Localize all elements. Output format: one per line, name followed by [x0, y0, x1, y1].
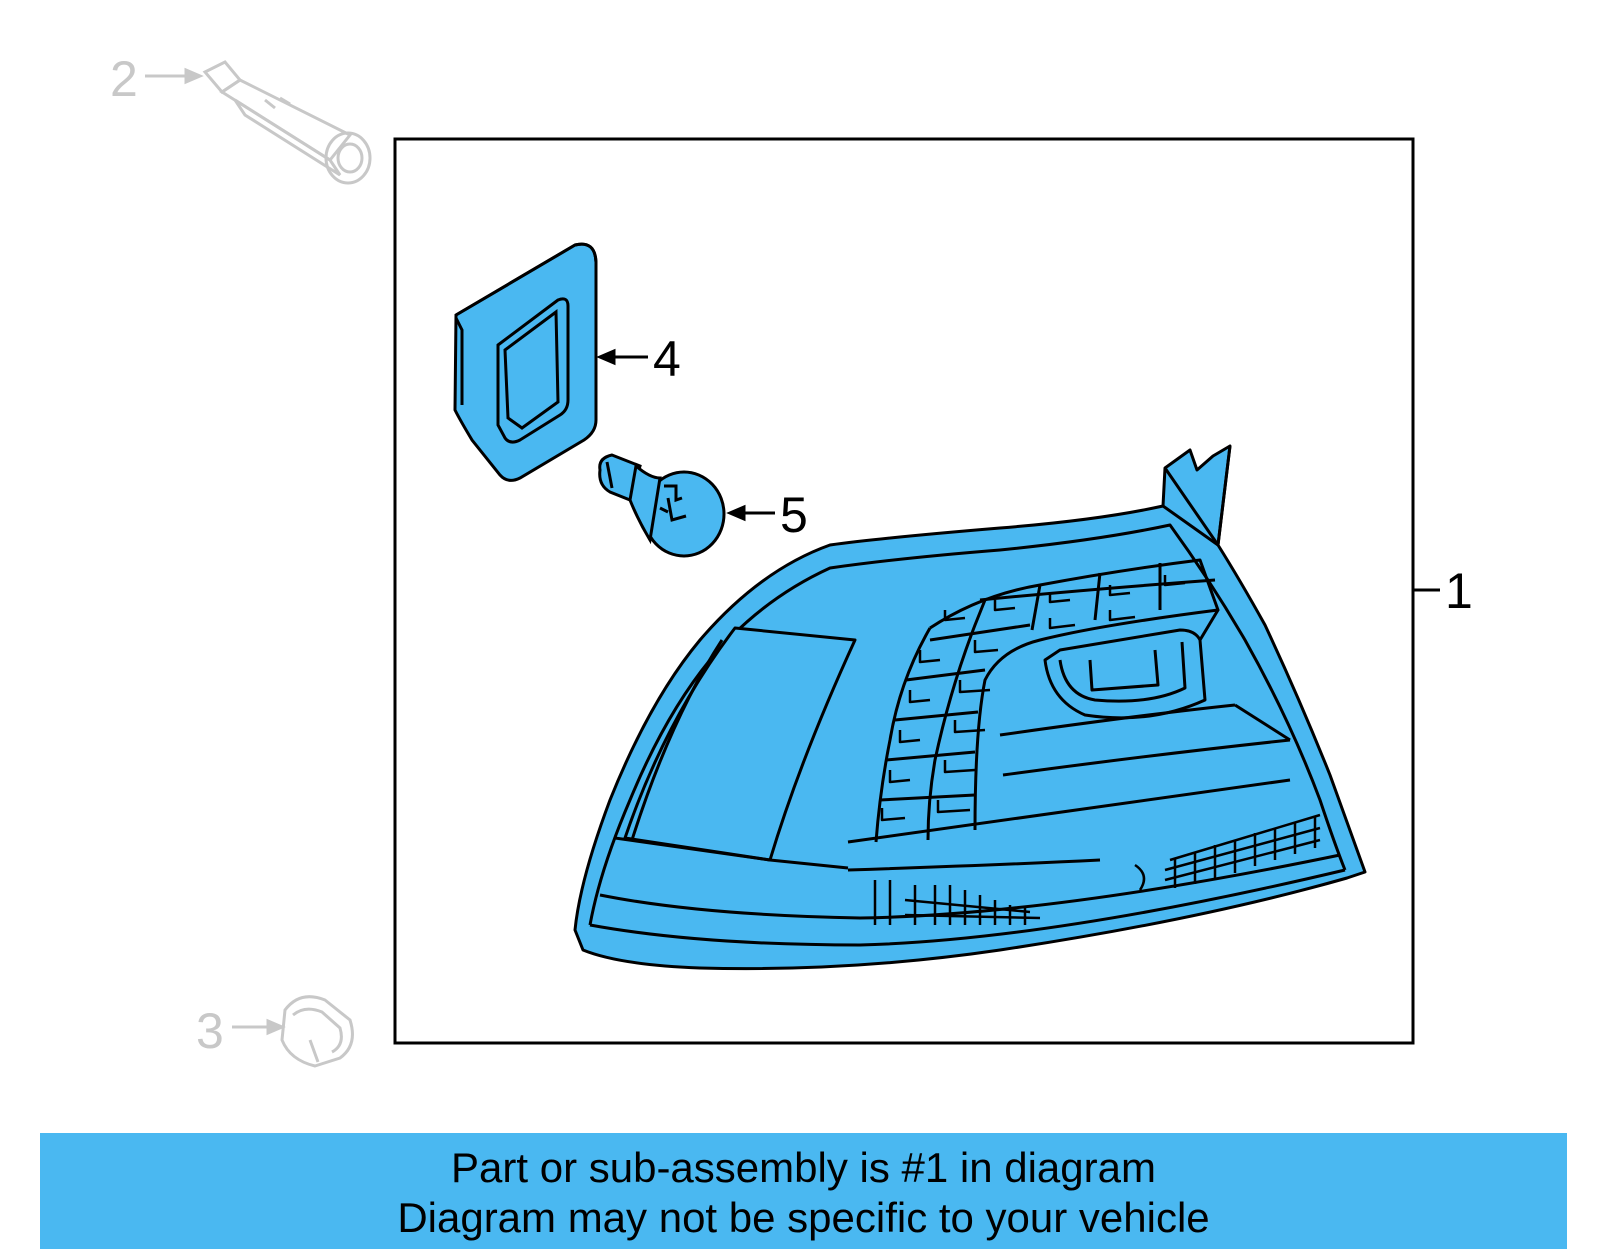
- banner-line-2: Diagram may not be specific to your vehi…: [397, 1194, 1210, 1241]
- callout-2: 2: [110, 51, 138, 107]
- callout-5-arrow: [726, 504, 775, 522]
- callout-2-arrow: [145, 67, 204, 85]
- callout-4-arrow: [596, 348, 648, 366]
- callout-1: 1: [1445, 563, 1473, 619]
- part-3-clip: [280, 995, 354, 1068]
- callout-5: 5: [780, 487, 808, 543]
- part-5-bulb: [598, 453, 726, 558]
- info-banner: Part or sub-assembly is #1 in diagram Di…: [40, 1133, 1567, 1249]
- callout-3-arrow: [232, 1018, 286, 1036]
- callout-4: 4: [653, 331, 681, 387]
- callout-3: 3: [196, 1003, 224, 1059]
- part-4-gasket: [453, 242, 598, 482]
- part-1-tail-lamp: [573, 444, 1367, 971]
- banner-line-1: Part or sub-assembly is #1 in diagram: [451, 1144, 1156, 1191]
- part-2-socket: [202, 60, 372, 185]
